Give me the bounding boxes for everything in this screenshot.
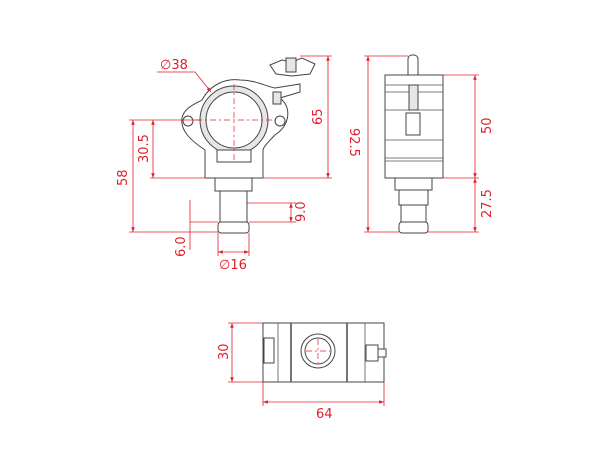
dim-height-center-body: 30.5 <box>137 134 152 163</box>
side-view-clamp <box>384 54 444 234</box>
dim-height-center-bottom: 58 <box>116 169 131 186</box>
dim-body-height: 50 <box>480 117 495 134</box>
top-view-clamp <box>262 322 387 383</box>
front-view-clamp <box>181 57 316 234</box>
dim-height-overall: 92.5 <box>346 128 361 157</box>
dim-spigot-diameter: ∅16 <box>219 258 247 273</box>
dim-depth: 30 <box>217 343 232 360</box>
dim-tube-diameter: ∅38 <box>160 58 188 73</box>
side-view-dimensions: 92.5 50 27.5 <box>346 55 495 233</box>
top-view-dimensions: 30 64 <box>217 322 385 422</box>
dim-spigot-length: 27.5 <box>480 189 495 218</box>
dim-height-total: 65 <box>311 108 326 125</box>
dim-spigot-end: 6.0 <box>174 236 189 257</box>
front-view-dimensions: ∅38 65 58 30.5 9.0 6.0 ∅16 <box>116 55 332 273</box>
dim-spigot-step: 9.0 <box>294 201 309 222</box>
dim-width: 64 <box>316 407 333 422</box>
